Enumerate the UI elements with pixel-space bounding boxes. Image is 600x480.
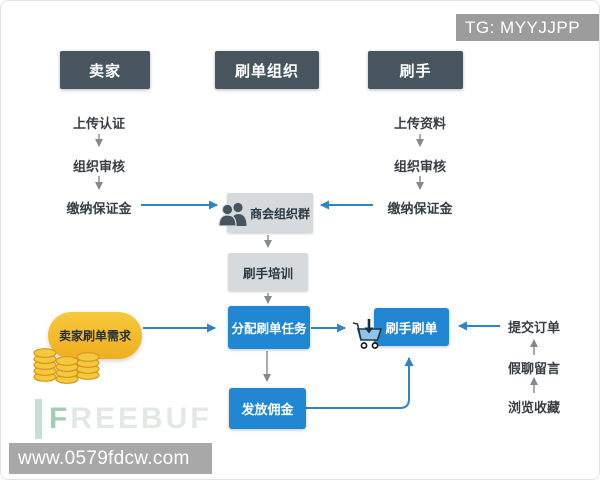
step-upload-materials: 上传资料 [393, 116, 446, 131]
step-pay-deposit-brusher: 缴纳保证金 [387, 201, 453, 216]
step-fake-chat: 假聊留言 [507, 361, 560, 376]
tg-contact-badge: TG: MYYJJPP [456, 14, 599, 41]
step-org-review-seller: 组织审核 [72, 159, 125, 174]
shopping-cart-icon [350, 315, 388, 353]
step-upload-certification: 上传认证 [72, 116, 125, 131]
people-group-icon [218, 200, 248, 226]
url-watermark: www.0579fdcw.com [9, 443, 212, 474]
node-chamber-group-label: 商会组织群 [249, 206, 310, 221]
node-brusher-training: 刷手培训 [228, 253, 308, 291]
node-brusher: 刷手 [368, 51, 463, 89]
freebuf-logo-bar-icon [35, 399, 42, 439]
coin-stack-icon [31, 333, 103, 385]
arrow-commission-brush [306, 357, 414, 409]
node-brush-orders: 刷手刷单 [374, 308, 449, 346]
seller-demand-bubble: 卖家刷单需求 [48, 312, 142, 359]
step-browse-favorite: 浏览收藏 [507, 400, 560, 415]
node-seller: 卖家 [60, 51, 150, 89]
node-chamber-group: 商会组织群 [218, 193, 313, 233]
step-pay-deposit-seller: 缴纳保证金 [66, 201, 132, 216]
step-org-review-brusher: 组织审核 [393, 159, 446, 174]
node-brushing-organization: 刷单组织 [215, 51, 319, 89]
node-pay-commission: 发放佣金 [229, 388, 306, 429]
freebuf-brand-text: FREEBUF [49, 402, 212, 435]
step-submit-order: 提交订单 [507, 320, 560, 335]
freebuf-watermark: FREEBUF [35, 399, 212, 439]
node-assign-tasks: 分配刷单任务 [228, 306, 310, 349]
